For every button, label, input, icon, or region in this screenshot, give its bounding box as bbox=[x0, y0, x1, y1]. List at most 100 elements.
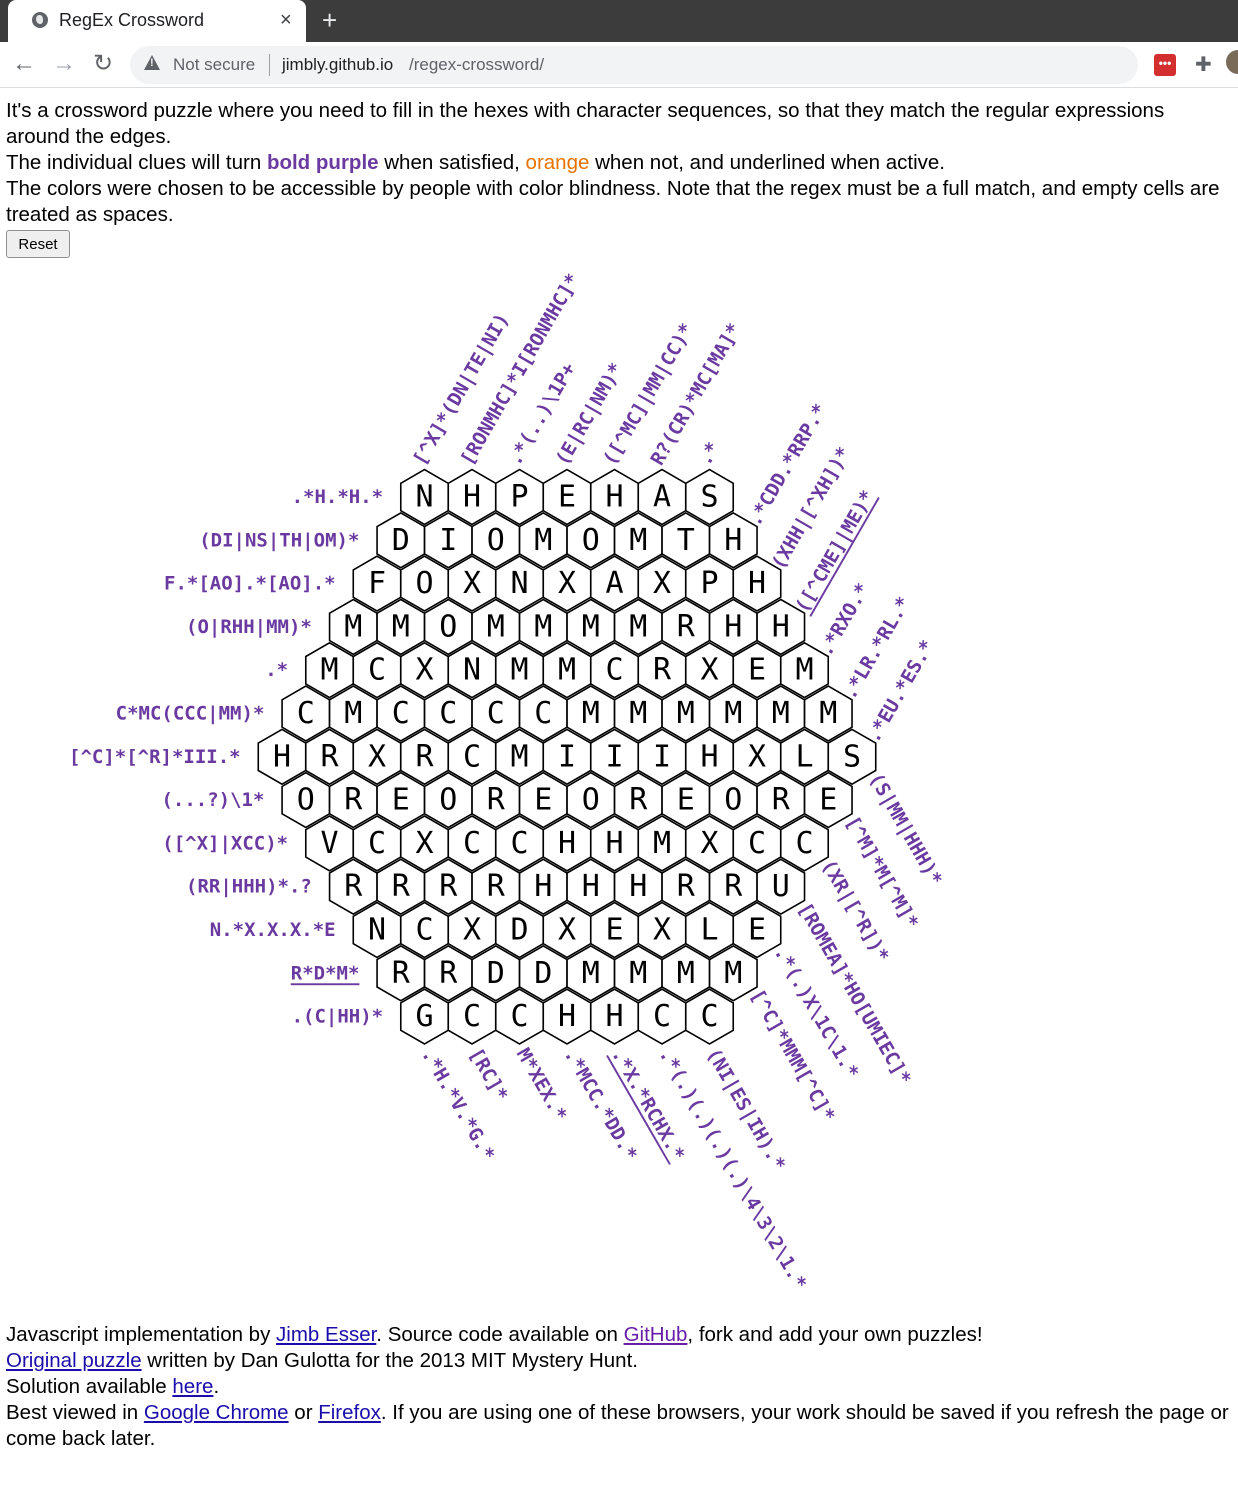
hex-cell[interactable]: R bbox=[423, 858, 473, 916]
hex-cell[interactable]: X bbox=[447, 555, 497, 612]
regex-clue[interactable]: (O|RHH|MM)* bbox=[186, 616, 312, 638]
hex-shape[interactable] bbox=[779, 641, 830, 699]
hex-shape[interactable] bbox=[756, 858, 806, 916]
url-path[interactable]: /regex-crossword/ bbox=[409, 55, 545, 74]
hex-cell[interactable]: H bbox=[708, 598, 758, 656]
hex-cell[interactable]: O bbox=[566, 511, 616, 569]
hex-cell[interactable]: H bbox=[542, 815, 592, 872]
warning-icon[interactable] bbox=[144, 55, 160, 70]
hex-cell[interactable]: M bbox=[542, 641, 592, 699]
regex-clue[interactable]: [RC]* bbox=[464, 1045, 512, 1106]
hex-cell[interactable]: F bbox=[352, 555, 402, 612]
regex-clue[interactable]: R*D*M* bbox=[291, 962, 360, 984]
hex-cell[interactable]: V bbox=[304, 815, 355, 872]
hex-cell[interactable]: O bbox=[471, 511, 521, 569]
hex-shape[interactable] bbox=[732, 555, 782, 612]
hex-cell[interactable]: M bbox=[613, 511, 663, 569]
hex-shape[interactable] bbox=[684, 988, 735, 1045]
hex-cell[interactable]: E bbox=[661, 771, 711, 829]
hex-cell[interactable]: C bbox=[471, 685, 521, 742]
hex-cell[interactable]: E bbox=[542, 468, 592, 526]
hex-cell[interactable]: X bbox=[399, 641, 450, 699]
hex-cell[interactable]: L bbox=[779, 728, 830, 786]
hex-cell[interactable]: M bbox=[779, 641, 830, 699]
hex-shape[interactable] bbox=[708, 511, 758, 569]
hex-cell[interactable]: H bbox=[613, 858, 663, 916]
avatar[interactable] bbox=[1226, 50, 1238, 74]
hex-cell[interactable]: C bbox=[518, 685, 568, 742]
regex-clue[interactable]: [^C]*[^R]*III.* bbox=[69, 746, 241, 768]
hex-shape[interactable] bbox=[756, 598, 806, 656]
reset-button[interactable]: Reset bbox=[6, 230, 70, 258]
security-label[interactable]: Not secure bbox=[173, 55, 256, 74]
hex-cell[interactable]: C bbox=[376, 685, 426, 742]
hex-cell[interactable]: O bbox=[281, 771, 331, 829]
hex-cell[interactable]: E bbox=[376, 771, 426, 829]
hex-cell[interactable]: H bbox=[589, 988, 640, 1045]
hex-cell[interactable]: C bbox=[423, 685, 473, 742]
hex-cell[interactable]: M bbox=[518, 511, 568, 569]
hex-cell[interactable]: M bbox=[494, 728, 545, 786]
tab-regex-crossword[interactable]: RegEx Crossword × bbox=[8, 0, 306, 42]
regex-clue[interactable]: F.*[AO].*[AO].* bbox=[164, 573, 336, 595]
hex-shape[interactable] bbox=[827, 728, 877, 786]
hex-cell[interactable]: I bbox=[589, 728, 640, 786]
hex-cell[interactable]: M bbox=[637, 815, 687, 872]
hex-cell[interactable]: H bbox=[566, 858, 616, 916]
hex-shape[interactable] bbox=[803, 685, 853, 742]
github-link[interactable]: GitHub bbox=[623, 1323, 688, 1346]
hex-cell[interactable]: U bbox=[756, 858, 806, 916]
regex-clue[interactable]: .(C|HH)* bbox=[292, 1006, 384, 1028]
hex-cell[interactable]: C bbox=[447, 815, 497, 872]
hex-cell[interactable]: H bbox=[542, 988, 592, 1045]
hex-shape[interactable] bbox=[732, 901, 782, 959]
hex-cell[interactable]: C bbox=[494, 988, 545, 1045]
hex-cell[interactable]: H bbox=[257, 728, 307, 786]
jimb-esser-link[interactable]: Jimb Esser bbox=[276, 1323, 377, 1346]
google-chrome-link[interactable]: Google Chrome bbox=[143, 1401, 289, 1424]
hex-cell[interactable]: M bbox=[613, 598, 663, 656]
hex-cell[interactable]: E bbox=[589, 901, 640, 959]
hex-cell[interactable]: A bbox=[637, 468, 687, 526]
hex-cell[interactable]: R bbox=[376, 858, 426, 916]
hex-cell[interactable]: H bbox=[447, 468, 497, 526]
hex-cell[interactable]: R bbox=[756, 771, 806, 829]
regex-clue[interactable]: (...?)\1* bbox=[161, 789, 264, 811]
hex-cell[interactable]: G bbox=[399, 988, 450, 1045]
solution-link[interactable]: here bbox=[172, 1375, 214, 1398]
regex-clue[interactable]: ([^X]|XCC)* bbox=[162, 832, 288, 854]
hex-cell[interactable]: I bbox=[637, 728, 687, 786]
back-icon[interactable]: ← bbox=[12, 50, 36, 77]
regex-clue[interactable]: C*MC(CCC|MM)* bbox=[116, 703, 265, 725]
hex-shape[interactable] bbox=[779, 815, 830, 872]
hex-cell[interactable]: X bbox=[352, 728, 402, 786]
hex-cell[interactable]: C bbox=[779, 815, 830, 872]
hex-cell[interactable]: E bbox=[732, 901, 782, 959]
hex-cell[interactable]: C bbox=[447, 988, 497, 1045]
hex-cell[interactable]: M bbox=[803, 685, 853, 742]
extension-icon[interactable]: ••• bbox=[1154, 54, 1176, 76]
regex-clue[interactable]: .* bbox=[265, 659, 288, 681]
hex-cell[interactable]: X bbox=[637, 901, 687, 959]
hex-cell[interactable]: H bbox=[684, 728, 735, 786]
hex-cell[interactable]: M bbox=[376, 598, 426, 656]
hex-cell[interactable]: E bbox=[803, 771, 853, 829]
hex-cell[interactable]: H bbox=[756, 598, 806, 656]
hex-cell[interactable]: X bbox=[399, 815, 450, 872]
hex-cell[interactable]: M bbox=[566, 598, 616, 656]
hex-shape[interactable] bbox=[684, 468, 735, 526]
hex-cell[interactable]: X bbox=[684, 815, 735, 872]
regex-clue[interactable]: .* bbox=[694, 438, 724, 469]
hex-cell[interactable]: M bbox=[494, 641, 545, 699]
hex-cell[interactable]: R bbox=[471, 858, 521, 916]
regex-clue[interactable]: .*H.*H.* bbox=[292, 486, 384, 508]
regex-clue[interactable]: (RR|HHH)*.? bbox=[186, 876, 312, 898]
hex-cell[interactable]: O bbox=[399, 555, 450, 612]
hex-cell[interactable]: H bbox=[589, 468, 640, 526]
hex-cell[interactable]: M bbox=[328, 598, 378, 656]
hex-cell[interactable]: C bbox=[684, 988, 735, 1045]
hex-cell[interactable]: M bbox=[708, 944, 758, 1002]
hex-shape[interactable] bbox=[708, 944, 758, 1002]
close-icon[interactable]: × bbox=[280, 9, 292, 31]
hex-cell[interactable]: O bbox=[708, 771, 758, 829]
